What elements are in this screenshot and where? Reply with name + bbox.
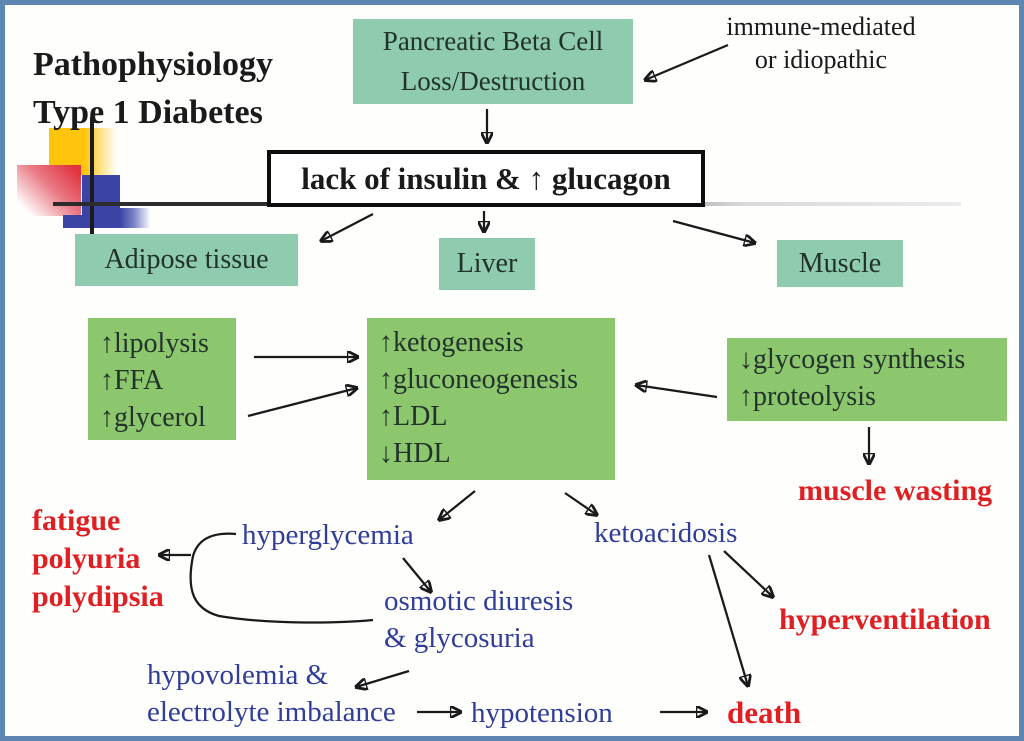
slide-title-line2: Type 1 Diabetes (33, 94, 263, 132)
ketoacidosis-label: ketoacidosis (594, 517, 738, 549)
pancreatic-beta-cell-box: Pancreatic Beta Cell Loss/Destruction (353, 19, 633, 104)
pancreatic-box-line1: Pancreatic Beta Cell (382, 26, 604, 57)
ketogenesis-box: ↑ketogenesis ↑gluconeogenesis ↑LDL ↓HDL (367, 318, 615, 480)
arrow-glycerol-to-ketogenesis (247, 388, 357, 418)
lipolysis-line3: ↑glycerol (100, 401, 206, 433)
fatigue-line2: polyuria (32, 542, 141, 576)
decorative-red-square (17, 165, 81, 216)
glycogen-line1: ↓glycogen synthesis (739, 344, 966, 375)
slide-title-line1: Pathophysiology (33, 46, 273, 83)
etiology-annotation: immune-mediated or idiopathic (693, 11, 949, 76)
lipolysis-line2: ↑FFA (100, 364, 164, 396)
arrow-insulin-to-adipose (321, 213, 374, 241)
decorative-vertical-line (90, 117, 94, 234)
ketogenesis-line2: ↑gluconeogenesis (379, 363, 579, 395)
glycogen-line2: ↑proteolysis (739, 380, 876, 412)
etiology-annotation-line2: or idiopathic (754, 44, 888, 74)
arrow-ketoacidosis-to-hyperventilation (723, 550, 773, 597)
insulin-glucagon-label: lack of insulin & ↑ glucagon (301, 160, 671, 196)
fatigue-line1: fatigue (32, 504, 121, 537)
decorative-blue-step (63, 215, 83, 228)
hypovolemia-line2: electrolyte imbalance (147, 696, 396, 729)
osmotic-line2: & glycosuria (384, 622, 535, 655)
arrow-ketogenesis-to-hyperglycemia (439, 490, 476, 520)
insulin-glucagon-box: lack of insulin & ↑ glucagon (267, 150, 705, 207)
etiology-annotation-line1: immune-mediated (726, 12, 916, 41)
glycogen-synthesis-box: ↓glycogen synthesis ↑proteolysis (727, 338, 1007, 421)
muscle-wasting-label: muscle wasting (798, 474, 993, 507)
liver-label: Liver (456, 248, 518, 279)
ketogenesis-line1: ↑ketogenesis (379, 327, 524, 358)
hyperglycemia-label: hyperglycemia (242, 519, 414, 551)
lipolysis-line1: ↑lipolysis (100, 328, 209, 359)
decorative-blue-fade (120, 208, 152, 228)
ketogenesis-line4: ↓HDL (379, 437, 451, 469)
arrow-insulin-to-muscle (672, 219, 755, 243)
adipose-tissue-label: Adipose tissue (104, 244, 269, 275)
adipose-tissue-box: Adipose tissue (75, 234, 298, 286)
hypovolemia-line1: hypovolemia & (147, 659, 329, 691)
hyperventilation-label: hyperventilation (779, 603, 991, 636)
arrow-ketogenesis-to-ketoacidosis (564, 492, 597, 515)
osmotic-diuresis-label: osmotic diuresis & glycosuria (384, 583, 573, 657)
arrow-ketoacidosis-to-death (707, 554, 748, 686)
fatigue-line3: polydipsia (32, 580, 164, 614)
arrow-glycogen-to-ketogenesis (636, 385, 718, 399)
lipolysis-box: ↑lipolysis ↑FFA ↑glycerol (88, 318, 236, 440)
muscle-label: Muscle (798, 247, 882, 279)
decorative-blue-square (82, 175, 120, 228)
liver-box: Liver (439, 238, 535, 290)
death-label: death (727, 695, 802, 730)
hypovolemia-label: hypovolemia & electrolyte imbalance (147, 657, 396, 731)
ketogenesis-line3: ↑LDL (379, 400, 448, 432)
pancreatic-box-line2: Loss/Destruction (400, 65, 586, 96)
slide-title: Pathophysiology Type 1 Diabetes (33, 41, 273, 138)
muscle-box: Muscle (777, 240, 903, 287)
hypotension-label: hypotension (471, 697, 613, 729)
fatigue-polyuria-polydipsia-label: fatigue polyuria polydipsia (32, 502, 164, 616)
osmotic-line1: osmotic diuresis (384, 585, 574, 617)
